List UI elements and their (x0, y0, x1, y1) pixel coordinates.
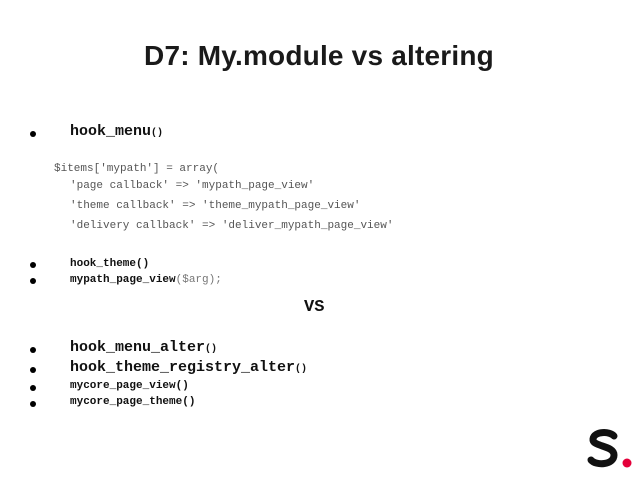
bullet-dot (30, 367, 36, 373)
code-line-delivery-callback: 'delivery callback' => 'deliver_mypath_p… (70, 220, 394, 232)
bullet-mycore-page-view: mycore_page_view() (70, 380, 189, 392)
bullet-dot (30, 347, 36, 353)
page-view-name: mypath_page_view (70, 274, 176, 286)
bullet-dot (30, 401, 36, 407)
slide-title: D7: My.module vs altering (144, 40, 494, 71)
bullet-hook-menu-alter: hook_menu_alter() (70, 339, 217, 356)
bullet-dot (30, 131, 36, 137)
bullet-dot (30, 385, 36, 391)
page-view-args: ($arg); (175, 274, 222, 286)
bullet-mycore-page-theme: mycore_page_theme() (70, 396, 196, 408)
bullet-dot (30, 278, 36, 284)
code-line-theme-callback: 'theme callback' => 'theme_mypath_page_v… (70, 200, 361, 212)
hook-theme-registry-alter-name: hook_theme_registry_alter (70, 359, 296, 376)
hook-menu-alter-parens: () (205, 344, 218, 355)
bullet-hook-menu: hook_menu() (70, 123, 163, 140)
bullet-hook-theme-registry-alter: hook_theme_registry_alter() (70, 359, 307, 376)
bullet-mypath-page-view: mypath_page_view($arg); (70, 274, 222, 286)
bullet-hook-theme: hook_theme() (70, 258, 150, 270)
code-line-page-callback: 'page callback' => 'mypath_page_view' (70, 180, 315, 192)
brand-s-logo-icon (587, 429, 632, 468)
hook-menu-parens: () (151, 128, 164, 139)
hook-menu-name: hook_menu (70, 123, 152, 140)
hook-theme-registry-alter-parens: () (295, 364, 308, 375)
hook-menu-alter-name: hook_menu_alter (70, 339, 206, 356)
code-line-items: $items['mypath'] = array( (54, 163, 220, 175)
bullet-dot (30, 262, 36, 268)
vs-divider: VS (304, 298, 325, 317)
